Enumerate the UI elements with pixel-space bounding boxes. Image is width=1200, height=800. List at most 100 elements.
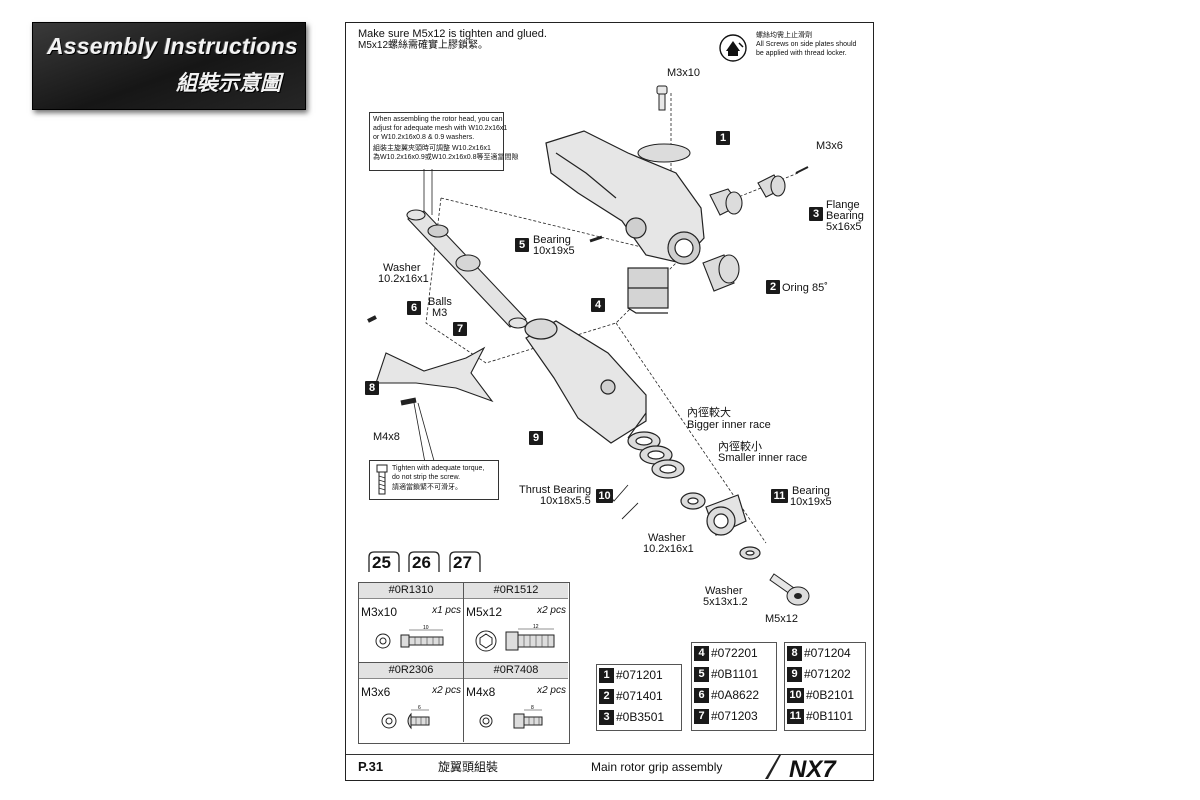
- step-tab-25-label: 25: [372, 553, 391, 572]
- part-code: #071201: [616, 668, 663, 682]
- socket-screw-icon: 12: [475, 624, 555, 652]
- parts-size: M3x10: [361, 605, 398, 619]
- part-code: #0B1101: [711, 667, 759, 681]
- part-row-4: 4#072201: [694, 643, 774, 663]
- label-oring: Oring 85˚: [782, 282, 828, 294]
- part-num-badge: 5: [694, 667, 709, 682]
- footer-title-en: Main rotor grip assembly: [591, 760, 723, 774]
- spindle-shaft: [406, 209, 528, 329]
- threadlocker-line1: All Screws on side plates should: [756, 41, 857, 48]
- part-num-badge: 11: [787, 709, 804, 724]
- footer-title-zh: 旋翼頭組裝: [438, 760, 499, 774]
- socket-screw-icon: 10: [375, 625, 444, 649]
- parts-cell-0r1310: #0R1310 M3x10 x1 pcs 10: [359, 583, 464, 663]
- torque-note-zh: 請適當鎖緊不可滑牙。: [392, 484, 462, 491]
- step-tab-shape-2: [408, 551, 440, 572]
- label-m4x8: M4x8: [373, 431, 400, 443]
- parts-qty: x2 pcs: [537, 685, 566, 696]
- mesh-note-box: When assembling the rotor head, you can …: [369, 112, 519, 171]
- instruction-sheet: Make sure M5x12 is tighten and glued. M5…: [345, 22, 874, 781]
- step-tab-26: 26: [408, 551, 440, 573]
- part-number-list-3: 8#071204 9#071202 10#0B2101 11#0B1101: [784, 642, 866, 731]
- torque-note-line1: Tighten with adequate torque,: [392, 465, 485, 472]
- button-screw-icon: 6: [381, 705, 430, 730]
- label-thrust1: Thrust Bearing: [519, 484, 592, 496]
- top-note-en: Make sure M5x12 is tighten and glued.: [358, 28, 547, 40]
- callout-3: 3: [809, 207, 823, 221]
- part-row-9: 9#071202: [787, 664, 867, 684]
- step-tab-27: 27: [449, 551, 481, 573]
- label-thrust2: 10x18x5.5: [540, 495, 591, 507]
- label-smaller-en: Smaller inner race: [718, 452, 808, 464]
- parts-code: #0R1310: [359, 583, 463, 599]
- part-num-badge: 8: [787, 646, 802, 661]
- rotor-grip: [524, 318, 647, 444]
- part-row-7: 7#071203: [694, 706, 774, 726]
- assembly-banner: Assembly Instructions 組裝示意圖: [32, 22, 306, 110]
- label-flange3: 5x16x5: [826, 221, 862, 233]
- part-num-badge: 2: [599, 689, 614, 704]
- socket-screw-icon: 8: [479, 705, 543, 729]
- part-row-1: 1#071201: [599, 665, 679, 685]
- parts-cell-0r7408: #0R7408 M4x8 x2 pcs 8: [464, 663, 568, 742]
- bolt-icon: [376, 464, 388, 495]
- parts-qty: x2 pcs: [537, 605, 566, 616]
- callout-9: 9: [529, 431, 543, 445]
- callout-10: 10: [596, 489, 613, 503]
- parts-code: #0R7408: [464, 663, 568, 679]
- part-code: #0B3501: [616, 710, 665, 724]
- banner-title-zh: 組裝示意圖: [176, 72, 281, 95]
- parts-code: #0R1512: [464, 583, 568, 599]
- part-row-8: 8#071204: [787, 643, 867, 663]
- mesh-note-zh1: 組裝主旋翼夾頭時可調整 W10.2x16x1: [373, 145, 491, 152]
- mesh-note-line2: adjust for adequate mesh with W10.2x16x1: [373, 125, 508, 132]
- label-smaller-zh: 內徑較小: [718, 441, 762, 453]
- part-row-5: 5#0B1101: [694, 664, 774, 684]
- footer-divider: [346, 754, 873, 755]
- banner-title-en: Assembly Instructions: [47, 33, 298, 59]
- part-row-2: 2#071401: [599, 686, 679, 706]
- step-tab-27-label: 27: [453, 553, 472, 572]
- logo-text: NX7: [789, 756, 837, 780]
- label-balls2: M3: [432, 307, 448, 319]
- threadlocker-line2: be applied with thread locker.: [756, 50, 847, 57]
- part-code: #0B2101: [806, 688, 855, 702]
- callout-7: 7: [453, 322, 467, 336]
- label-bearing-a2: 10x19x5: [533, 245, 575, 257]
- part-num-badge: 7: [694, 709, 709, 724]
- label-bearing-b2: 10x19x5: [790, 496, 832, 508]
- step-tab-25: 25: [368, 551, 400, 573]
- parts-size: M4x8: [466, 685, 496, 699]
- callout-4: 4: [591, 298, 605, 312]
- callout-5: 5: [515, 238, 529, 252]
- part-num-badge: 1: [599, 668, 614, 683]
- page-number: P.31: [358, 759, 384, 774]
- parts-cell-0r2306: #0R2306 M3x6 x2 pcs 6: [359, 663, 464, 742]
- dim-8: 8: [531, 705, 534, 711]
- part-num-badge: 10: [787, 688, 804, 703]
- top-note-zh: M5x12螺絲需確實上膠鎖緊。: [358, 40, 489, 51]
- m3x10-screw: [656, 85, 668, 111]
- parts-size: M5x12: [466, 605, 503, 619]
- rotor-hub: [545, 130, 705, 314]
- part-code: #071401: [616, 689, 663, 703]
- torque-note-box: Tighten with adequate torque, do not str…: [369, 460, 499, 500]
- callout-1: 1: [716, 131, 730, 145]
- part-code: #0B1101: [806, 709, 854, 723]
- part-code: #071202: [804, 667, 851, 681]
- parts-qty: x2 pcs: [432, 685, 461, 696]
- label-bearing-b1: Bearing: [792, 485, 830, 497]
- nx7-logo: NX7: [765, 755, 837, 780]
- part-code: #071204: [804, 646, 851, 660]
- part-code: #072201: [711, 646, 758, 660]
- link-arm: [375, 346, 494, 403]
- label-m3x6: M3x6: [816, 140, 843, 152]
- part-num-badge: 3: [599, 710, 614, 725]
- threadlocker-zh: 螺絲均需上止滑劑: [756, 32, 812, 39]
- label-m5x12: M5x12: [765, 613, 799, 625]
- parts-size: M3x6: [361, 685, 391, 699]
- label-flange1: Flange: [826, 199, 860, 211]
- step-tab-shape-1: [368, 551, 400, 572]
- m5x12-screw: [769, 573, 810, 606]
- part-num-badge: 6: [694, 688, 709, 703]
